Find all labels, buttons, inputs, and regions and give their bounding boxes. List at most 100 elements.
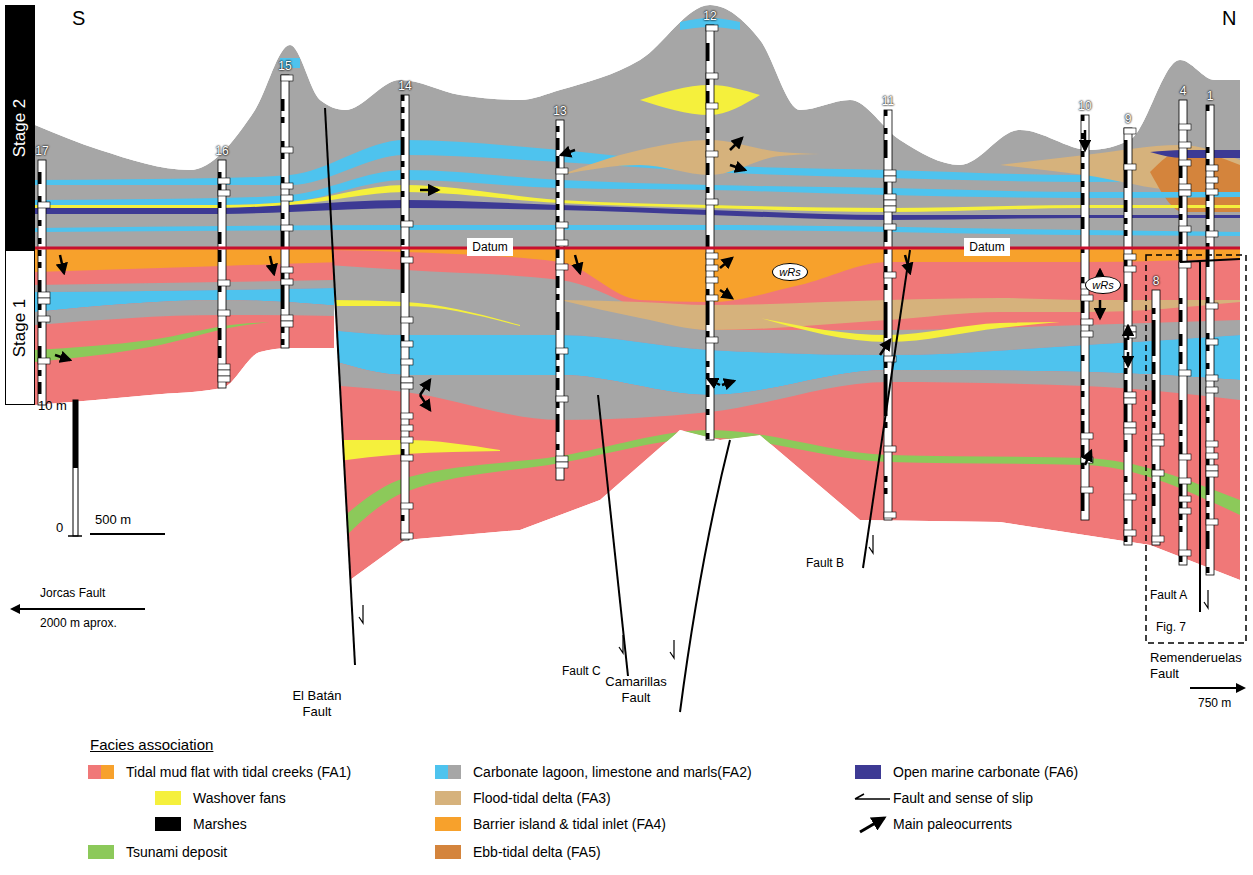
orientation-label: N bbox=[1222, 6, 1236, 30]
marsh-level bbox=[1206, 483, 1210, 489]
section-shape bbox=[73, 400, 78, 468]
fault-line bbox=[598, 395, 628, 676]
marsh-level bbox=[884, 326, 888, 332]
marsh-level bbox=[1124, 380, 1128, 386]
lithology-bed bbox=[1179, 124, 1191, 130]
node-text: Stage 2 bbox=[10, 98, 30, 157]
lithology-bed bbox=[706, 25, 718, 31]
marsh-level bbox=[1206, 225, 1210, 231]
marsh-level bbox=[1152, 350, 1156, 356]
marsh-level bbox=[401, 149, 405, 155]
marsh-level bbox=[218, 238, 222, 244]
lithology-bed bbox=[1081, 331, 1093, 337]
marsh-level bbox=[1179, 310, 1183, 316]
lithology-bed bbox=[401, 377, 413, 383]
marsh-level bbox=[884, 140, 888, 146]
marsh-level bbox=[556, 378, 560, 384]
marsh-level bbox=[281, 291, 285, 297]
marsh-level bbox=[218, 286, 222, 292]
marsh-level bbox=[706, 43, 710, 49]
marsh-level bbox=[884, 146, 888, 152]
marsh-level bbox=[1152, 398, 1156, 404]
marsh-level bbox=[38, 370, 42, 376]
lithology-bed bbox=[281, 315, 293, 321]
marsh-level bbox=[1124, 284, 1128, 290]
lithology-bed bbox=[1179, 454, 1191, 460]
marsh-level bbox=[281, 117, 285, 123]
lithology-bed bbox=[884, 224, 896, 230]
marsh-level bbox=[281, 105, 285, 111]
paleocurrent-arrow bbox=[1127, 352, 1130, 366]
marsh-level bbox=[1124, 410, 1128, 416]
marsh-level bbox=[1179, 448, 1183, 454]
lithology-bed bbox=[1179, 226, 1191, 232]
lithology-bed bbox=[281, 183, 293, 189]
marsh-level bbox=[1179, 298, 1183, 304]
section-label: Fault B bbox=[806, 556, 844, 570]
scale-bar bbox=[68, 400, 165, 536]
lithology-bed bbox=[884, 512, 896, 518]
marsh-level bbox=[706, 97, 710, 103]
marsh-level bbox=[281, 285, 285, 291]
marsh-level bbox=[1179, 352, 1183, 358]
marsh-level bbox=[884, 236, 888, 242]
marsh-level bbox=[1152, 410, 1156, 416]
marsh-level bbox=[556, 282, 560, 288]
lithology-bed bbox=[1179, 478, 1191, 484]
marsh-level bbox=[884, 332, 888, 338]
marsh-level bbox=[1179, 526, 1183, 532]
marsh-level bbox=[706, 139, 710, 145]
lithology-bed bbox=[1179, 142, 1191, 148]
lithology-bed bbox=[401, 533, 413, 539]
slip-arrow bbox=[1204, 590, 1208, 608]
marsh-level bbox=[1081, 493, 1085, 499]
lithology-bed bbox=[1124, 326, 1136, 332]
marsh-level bbox=[884, 110, 888, 116]
lithology-bed bbox=[401, 425, 413, 431]
lithology-bed bbox=[401, 413, 413, 419]
marsh-level bbox=[556, 162, 560, 168]
marsh-level bbox=[1152, 380, 1156, 386]
marsh-level bbox=[556, 420, 560, 426]
marsh-level bbox=[706, 55, 710, 61]
marsh-level bbox=[556, 444, 560, 450]
well-number: 15 bbox=[274, 59, 296, 73]
section-label: El Batán Fault bbox=[282, 688, 352, 719]
marsh-level bbox=[556, 402, 560, 408]
lithology-bed bbox=[1179, 184, 1191, 190]
lithology-bed bbox=[218, 310, 230, 316]
node-text: Datum bbox=[472, 240, 507, 254]
legend-swatch bbox=[155, 817, 181, 831]
section-label: 500 m bbox=[95, 512, 131, 528]
marsh-level bbox=[38, 220, 42, 226]
marsh-level bbox=[1206, 345, 1210, 351]
marsh-level bbox=[1179, 412, 1183, 418]
faults bbox=[325, 108, 1240, 712]
lithology-bed bbox=[884, 272, 896, 278]
marsh-level bbox=[1081, 355, 1085, 361]
marsh-level bbox=[1206, 195, 1210, 201]
section-shape bbox=[73, 400, 78, 536]
well-number: 14 bbox=[394, 79, 416, 93]
marsh-level bbox=[1206, 147, 1210, 153]
marsh-level bbox=[1124, 536, 1128, 542]
marsh-level bbox=[401, 287, 405, 293]
paleocurrent-arrow bbox=[420, 395, 430, 410]
facies-band bbox=[640, 85, 760, 115]
swatch-half bbox=[101, 765, 114, 779]
marsh-level bbox=[281, 231, 285, 237]
legend-text: Barrier island & tidal inlet (FA4) bbox=[473, 815, 666, 833]
lithology-bed bbox=[556, 222, 568, 228]
marsh-level bbox=[38, 388, 42, 394]
lithology-bed bbox=[1206, 339, 1218, 345]
facies-layers bbox=[330, 248, 1240, 580]
lithology-bed bbox=[1206, 165, 1218, 171]
paleocurrent-arrow bbox=[1084, 130, 1087, 150]
stage-bar: Stage 2 bbox=[5, 5, 35, 250]
legend-swatch bbox=[155, 791, 181, 805]
paleocurrent-arrow bbox=[1099, 300, 1102, 318]
marsh-level bbox=[1081, 277, 1085, 283]
marsh-level bbox=[1124, 152, 1128, 158]
marsh-level bbox=[556, 180, 560, 186]
lithology-bed bbox=[281, 75, 293, 81]
